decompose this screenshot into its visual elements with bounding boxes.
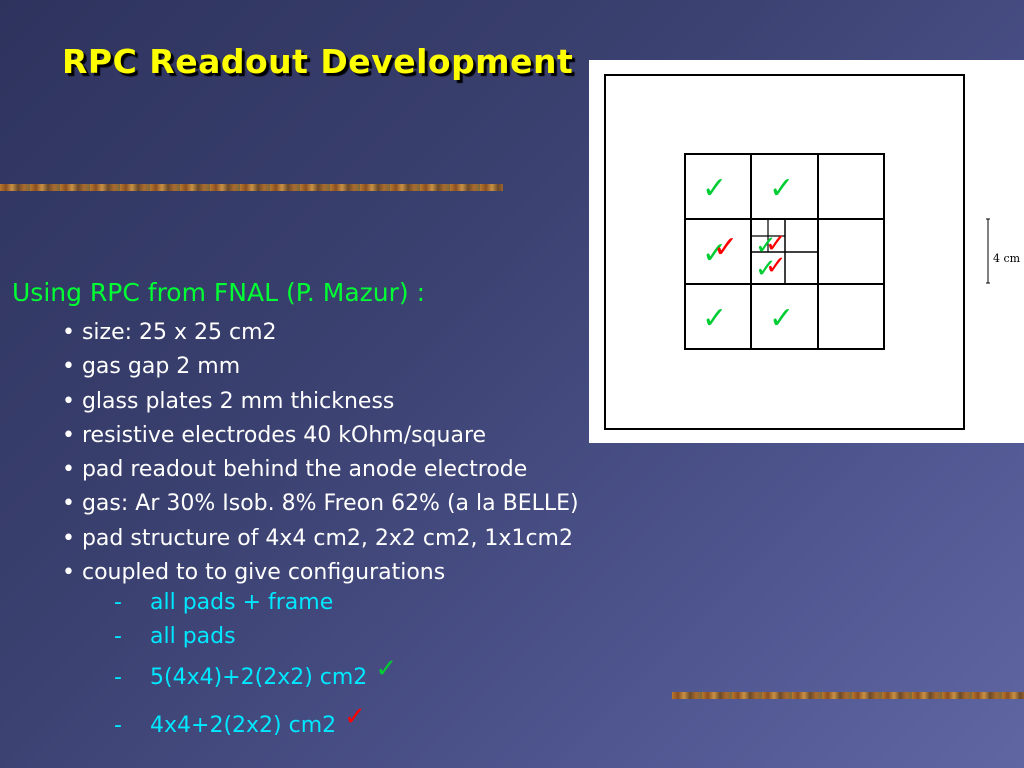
config-label: all pads + frame	[150, 589, 334, 615]
config-item: - all pads + frame	[114, 585, 397, 619]
dash-marker: -	[114, 623, 122, 649]
config-label: 5(4x4)+2(2x2) cm2	[150, 664, 368, 690]
config-label: all pads	[150, 623, 236, 649]
dash-marker: -	[114, 712, 122, 738]
bullet-pad-readout: • pad readout behind the anode electrode	[62, 457, 528, 483]
red-check-icon: ✓	[344, 702, 366, 732]
pad-layout-diagram: ✓ ✓ ✓ ✓ ✓ ✓ ✓ ✓ ✓ ✓ 4 cm	[604, 74, 1021, 430]
red-check-icon: ✓	[765, 229, 787, 259]
green-check-icon: ✓	[375, 654, 398, 684]
scale-label: 4 cm	[993, 252, 1021, 265]
bullet-size: • size: 25 x 25 cm2	[62, 320, 277, 345]
red-check-icon: ✓	[765, 251, 787, 281]
bullet-pad-structure: • pad structure of 4x4 cm2, 2x2 cm2, 1x1…	[62, 525, 573, 551]
green-check-icon: ✓	[702, 236, 727, 271]
bullet-glass-plates: • glass plates 2 mm thickness	[62, 388, 395, 414]
bullet-gas-mixture: • gas: Ar 30% Isob. 8% Freon 62% (a la B…	[62, 491, 579, 517]
bullet-gas-gap: • gas gap 2 mm	[62, 354, 241, 380]
bullet-resistive-electrodes: • resistive electrodes 40 kOhm/square	[62, 422, 487, 448]
bullet-configurations: • coupled to to give configurations	[62, 560, 446, 586]
config-label: 4x4+2(2x2) cm2	[150, 712, 337, 738]
config-item: - all pads	[114, 619, 397, 653]
red-check-icon: ✓	[713, 230, 738, 265]
green-check-icon: ✓	[769, 301, 794, 336]
pad-grid-border	[684, 153, 885, 350]
decorative-divider-bottom	[672, 692, 1024, 699]
pad-layout-figure: ✓ ✓ ✓ ✓ ✓ ✓ ✓ ✓ ✓ ✓ 4 cm	[589, 60, 1024, 443]
config-item: - 4x4+2(2x2) cm2 ✓	[114, 701, 397, 749]
slide-title: RPC Readout Development	[62, 42, 574, 81]
section-heading: Using RPC from FNAL (P. Mazur) :	[12, 278, 426, 307]
dash-marker: -	[114, 589, 122, 615]
outer-frame	[604, 74, 965, 430]
dash-marker: -	[114, 664, 122, 690]
green-check-icon: ✓	[702, 301, 727, 336]
green-check-icon: ✓	[769, 171, 794, 206]
green-check-icon: ✓	[755, 231, 777, 261]
configuration-list: - all pads + frame - all pads - 5(4x4)+2…	[114, 585, 397, 749]
green-check-icon: ✓	[702, 171, 727, 206]
green-check-icon: ✓	[755, 254, 777, 284]
config-item: - 5(4x4)+2(2x2) cm2 ✓	[114, 653, 397, 701]
spec-bullet-list: • size: 25 x 25 cm2 • gas gap 2 mm • gla…	[62, 316, 579, 590]
decorative-divider-top	[0, 184, 503, 191]
